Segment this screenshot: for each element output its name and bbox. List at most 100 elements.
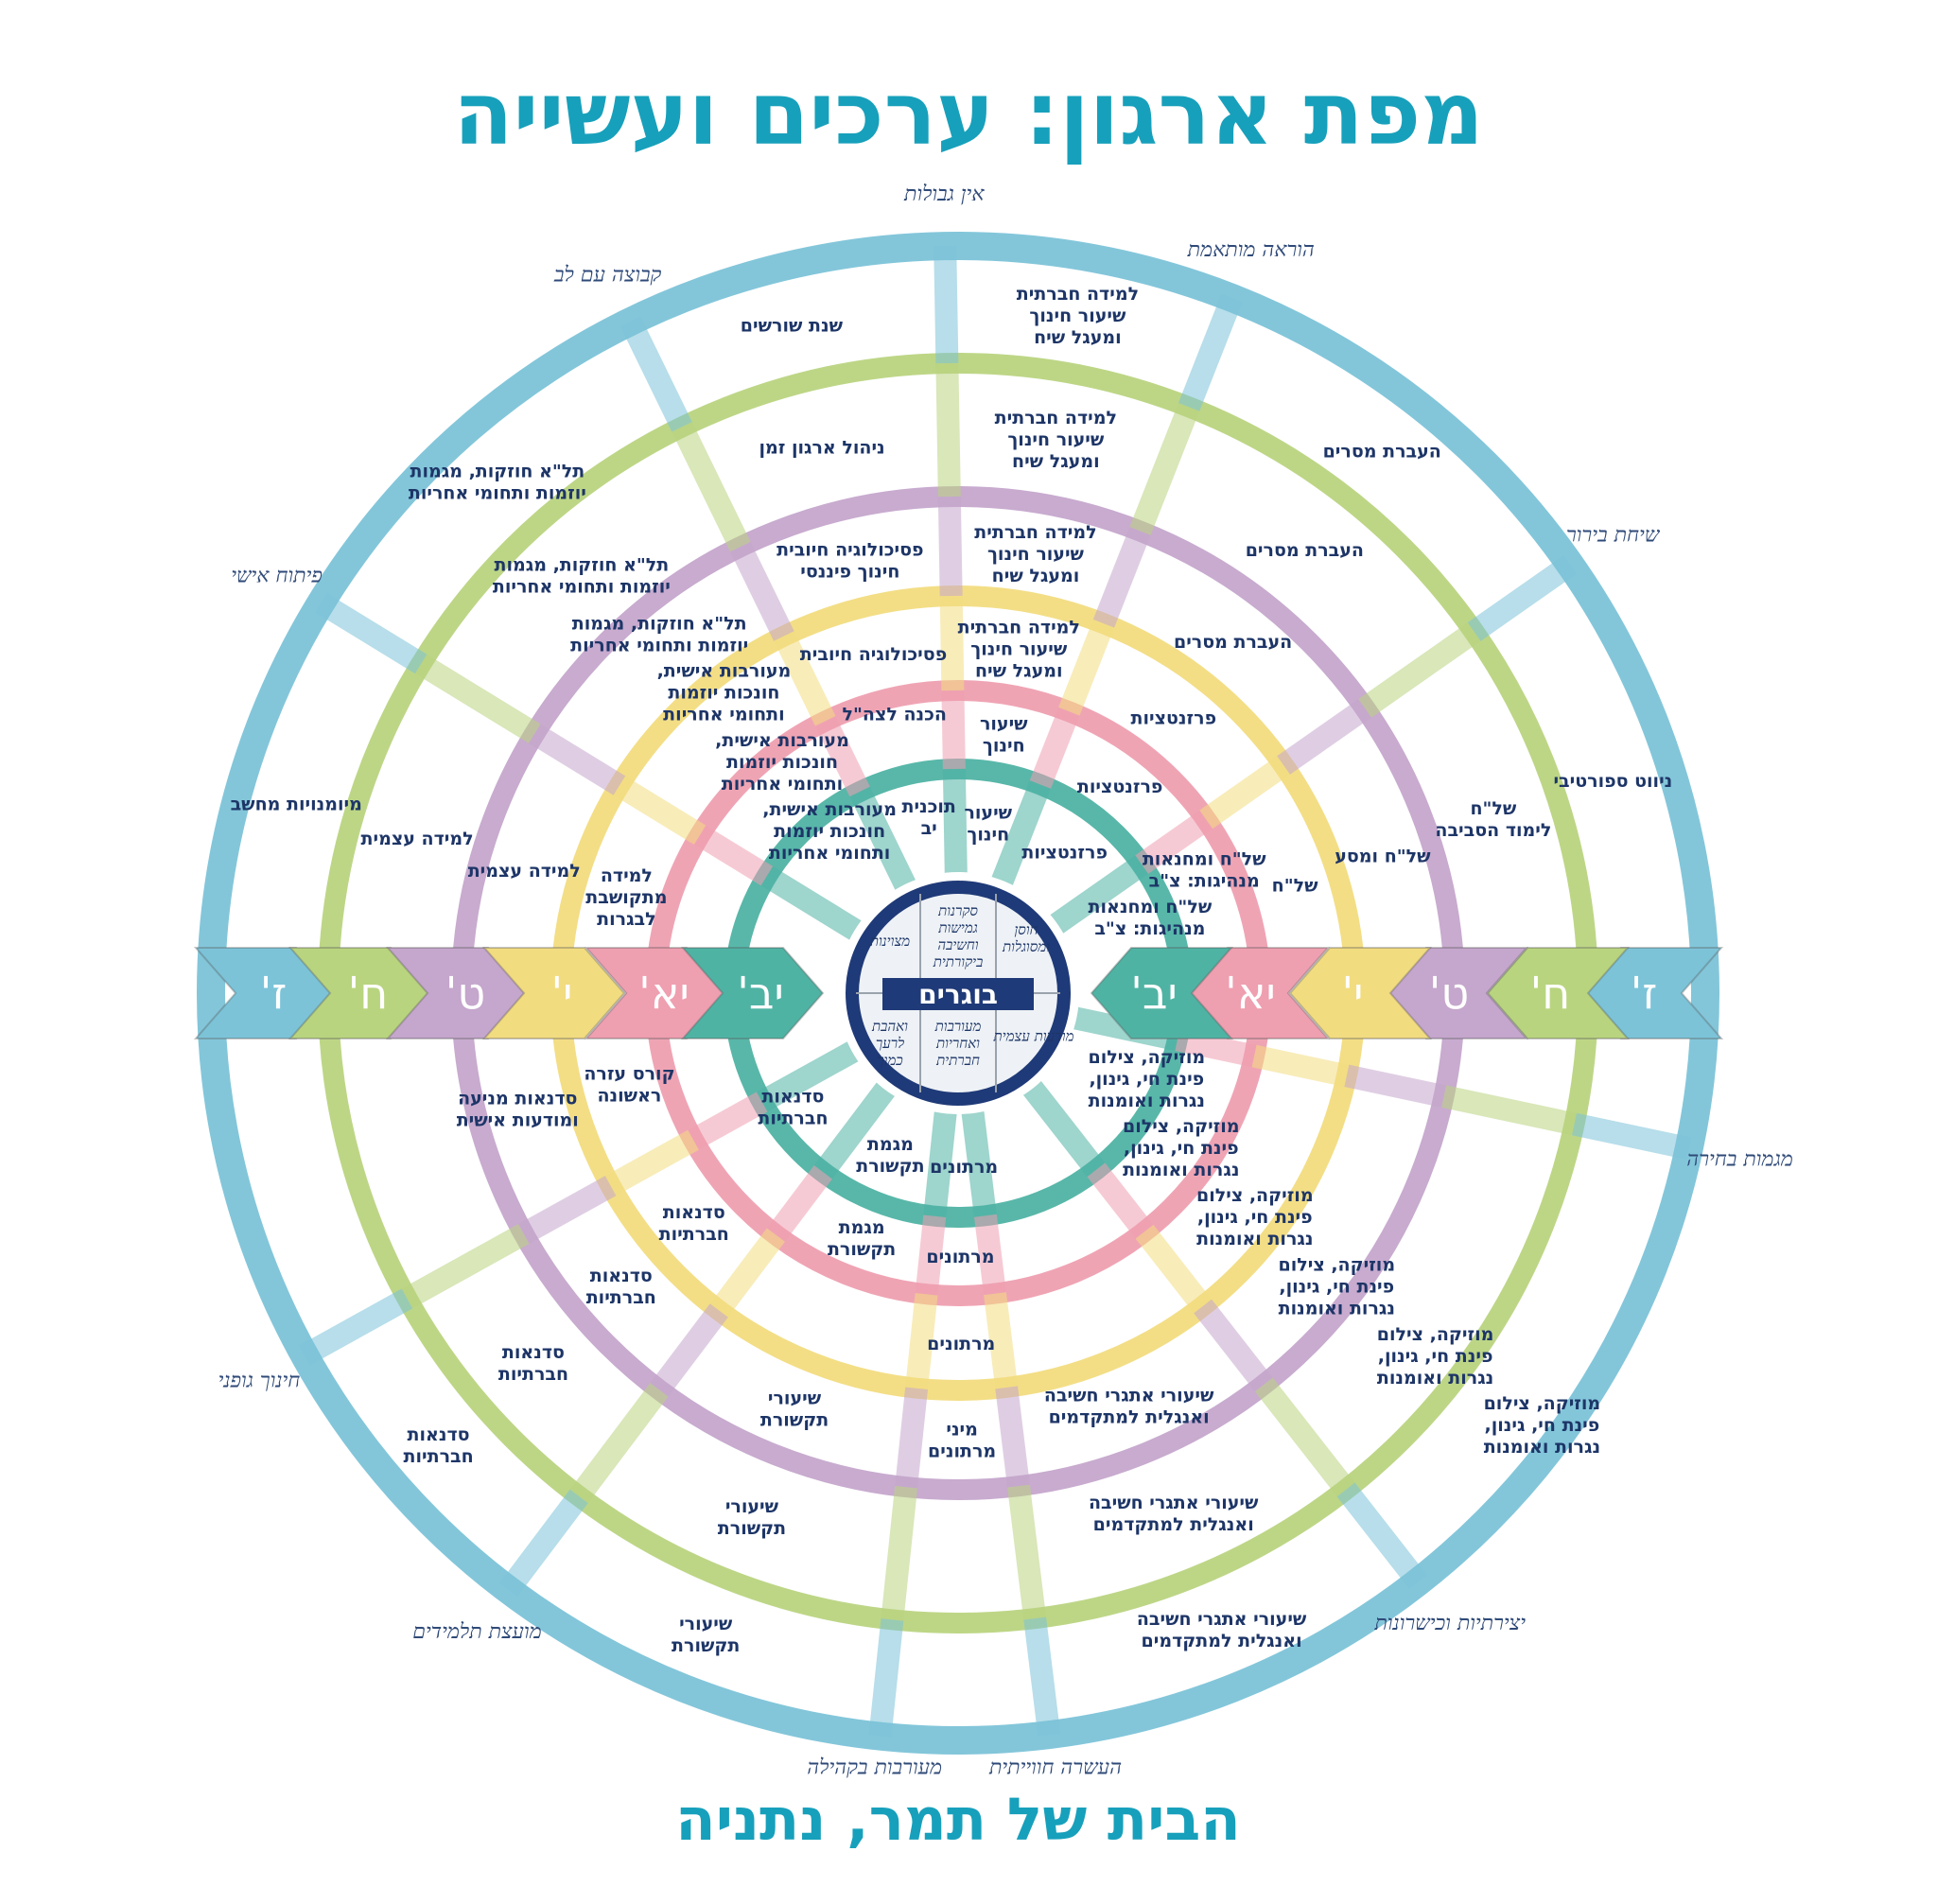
- spoke-segment: [961, 1109, 997, 1217]
- activity-line: מנהיגות: צ"ב: [1094, 918, 1205, 939]
- activity-line: העברת מסרים: [1174, 632, 1292, 653]
- core-value-line: ומסוגלות: [1002, 938, 1050, 955]
- spoke-segment: [941, 690, 966, 770]
- grade-label: ט': [1429, 968, 1469, 1019]
- core-value-line: מודעות עצמית: [992, 1027, 1073, 1044]
- activity-line: סדנאות: [663, 1202, 725, 1223]
- activity-line: תוכנית: [901, 796, 955, 817]
- spoke-label-group: אין גבולות: [903, 183, 985, 206]
- activity-line: פינת חי, גינון,: [1378, 1346, 1493, 1367]
- spoke-segment: [1021, 1079, 1106, 1178]
- activity-line: יוזמות ותחומי אחריות: [409, 482, 586, 503]
- spoke-label-group: מועצת תלמידים: [412, 1620, 541, 1644]
- core-value-line: חברתית: [935, 1052, 980, 1069]
- activity-line: מגמת: [867, 1134, 914, 1155]
- activity-line: שיעורי אתגרי חשיבה: [1089, 1493, 1259, 1513]
- spoke-label: חינוך גופני: [218, 1370, 301, 1393]
- activity-line: ניהול ארגון זמן: [759, 438, 884, 459]
- activity-line: סדנאות מניעה: [458, 1089, 577, 1109]
- activity-line: למידה: [601, 865, 653, 886]
- activity-line: למידה חברתית: [995, 408, 1117, 428]
- core-value: מצוינות: [869, 933, 910, 950]
- activity-line: תקשורת: [718, 1518, 786, 1539]
- activity-line: סדנאות: [761, 1087, 824, 1108]
- spoke-label-group: פיתוח אישי: [231, 564, 323, 587]
- grade-label: ז': [260, 968, 288, 1019]
- spoke-segment: [766, 1165, 832, 1242]
- spoke-label-group: חינוך גופני: [218, 1370, 301, 1393]
- spoke-segment: [1254, 1377, 1355, 1497]
- spoke-label-group: מעורבות בקהילה: [807, 1756, 942, 1780]
- activity-line: יוזמות ותחומי אחריות: [570, 635, 748, 655]
- activity-line: הכנה לצה"ל: [843, 704, 947, 725]
- spoke-label: קבוצה עם לב: [553, 264, 662, 288]
- center-graduates-badge: בוגרים: [837, 872, 1079, 1114]
- spoke-segment: [613, 776, 707, 846]
- activity-line: לימוד הסביבה: [1435, 820, 1551, 841]
- spoke-label-group: מגמות בחירה: [1686, 1148, 1792, 1172]
- activity-line: מעורבות אישית,: [762, 799, 897, 820]
- core-value-line: חוסן: [1014, 921, 1038, 938]
- core-value-line: מעורבות: [934, 1018, 982, 1035]
- core-value-line: ואהבת: [871, 1018, 908, 1035]
- activity-line: מוזיקה, צילום: [1377, 1324, 1494, 1345]
- spoke-label: העשרה חווייתית: [988, 1756, 1122, 1780]
- grade-label: ח': [348, 968, 389, 1019]
- spoke-segment: [529, 724, 626, 795]
- activity-line: שיעור: [980, 714, 1028, 735]
- activity-line: שיעור חינוך: [1029, 306, 1126, 326]
- activity-line: חברתיות: [758, 1109, 828, 1129]
- spoke-segment: [1135, 1224, 1213, 1314]
- activity-line: ותחומי אחריות: [722, 774, 843, 795]
- activity-item: של"ח ומסע: [1335, 847, 1431, 867]
- spoke-segment: [498, 1489, 588, 1598]
- activity-line: פינת חי, גינון,: [1485, 1415, 1600, 1436]
- activity-line: ניווט ספורטיבי: [1553, 771, 1672, 792]
- activity-line: שיעור: [964, 802, 1012, 823]
- spoke-segment: [619, 316, 692, 432]
- activity-line: יב: [921, 818, 937, 839]
- activity-line: מוזיקה, צילום: [1484, 1393, 1601, 1414]
- activity-line: מרתונים: [928, 1441, 996, 1461]
- spoke-segment: [868, 1618, 904, 1738]
- activity-line: חברתיות: [498, 1364, 568, 1385]
- spoke-segment: [650, 1303, 728, 1397]
- activity-line: חונכות יוזמות: [726, 752, 838, 773]
- activity-line: פינת חי, גינון,: [1197, 1207, 1313, 1228]
- spoke-segment: [895, 1387, 929, 1489]
- spoke-segment: [942, 768, 968, 876]
- spoke-segment: [915, 1214, 947, 1296]
- spoke-label: מעורבות בקהילה: [807, 1756, 942, 1780]
- activity-line: שיעורי אתגרי חשיבה: [1044, 1386, 1214, 1406]
- activity-line: פינת חי, גינון,: [1279, 1277, 1394, 1298]
- activity-line: שנת שורשים: [741, 316, 844, 337]
- spoke-segment: [299, 1288, 413, 1366]
- activity-line: נגרות ואומנות: [1196, 1229, 1313, 1249]
- activity-item: מרתונים: [930, 1157, 998, 1178]
- spoke-segment: [881, 1485, 918, 1621]
- activity-line: חינוך: [983, 736, 1025, 757]
- activity-item: מרתונים: [926, 1247, 994, 1267]
- activity-line: פרזנטציות: [1021, 843, 1108, 864]
- core-value-line: גמישות: [937, 919, 977, 936]
- spoke-segment: [688, 1092, 768, 1150]
- spoke-segment: [1467, 555, 1578, 641]
- activity-line: מעורבות אישית,: [657, 660, 792, 681]
- core-value-line: כמוך: [877, 1052, 902, 1069]
- grade-label: יב': [1130, 968, 1178, 1019]
